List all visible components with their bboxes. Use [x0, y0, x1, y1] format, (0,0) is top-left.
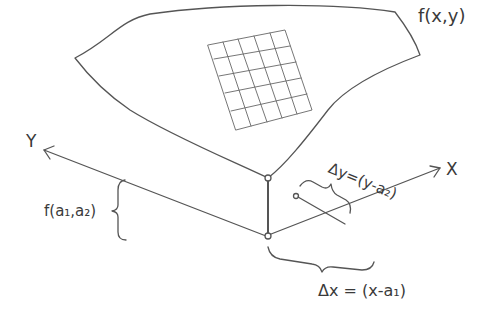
dimension-label: Δx = (x-a₁)	[318, 282, 406, 300]
dy-brace	[300, 181, 351, 213]
x-arrowhead	[430, 166, 440, 177]
surface-outline	[75, 5, 420, 178]
surface-grid	[208, 30, 312, 130]
offset-point	[294, 194, 299, 199]
dimension-label: Δy=(y-a₂)	[326, 160, 400, 203]
dy-segment	[298, 197, 345, 224]
dx-brace	[268, 247, 374, 272]
y-arrowhead	[44, 146, 54, 159]
height-label: f(a₁,a₂)	[44, 203, 96, 220]
axis-label: X	[446, 160, 458, 179]
height-line	[267, 179, 269, 235]
axis-label: Y	[26, 132, 36, 151]
y-axis	[44, 150, 266, 236]
f-brace	[112, 180, 126, 240]
function-label: f(x,y)	[418, 6, 465, 26]
base-point	[265, 233, 271, 239]
top-point	[265, 175, 271, 181]
